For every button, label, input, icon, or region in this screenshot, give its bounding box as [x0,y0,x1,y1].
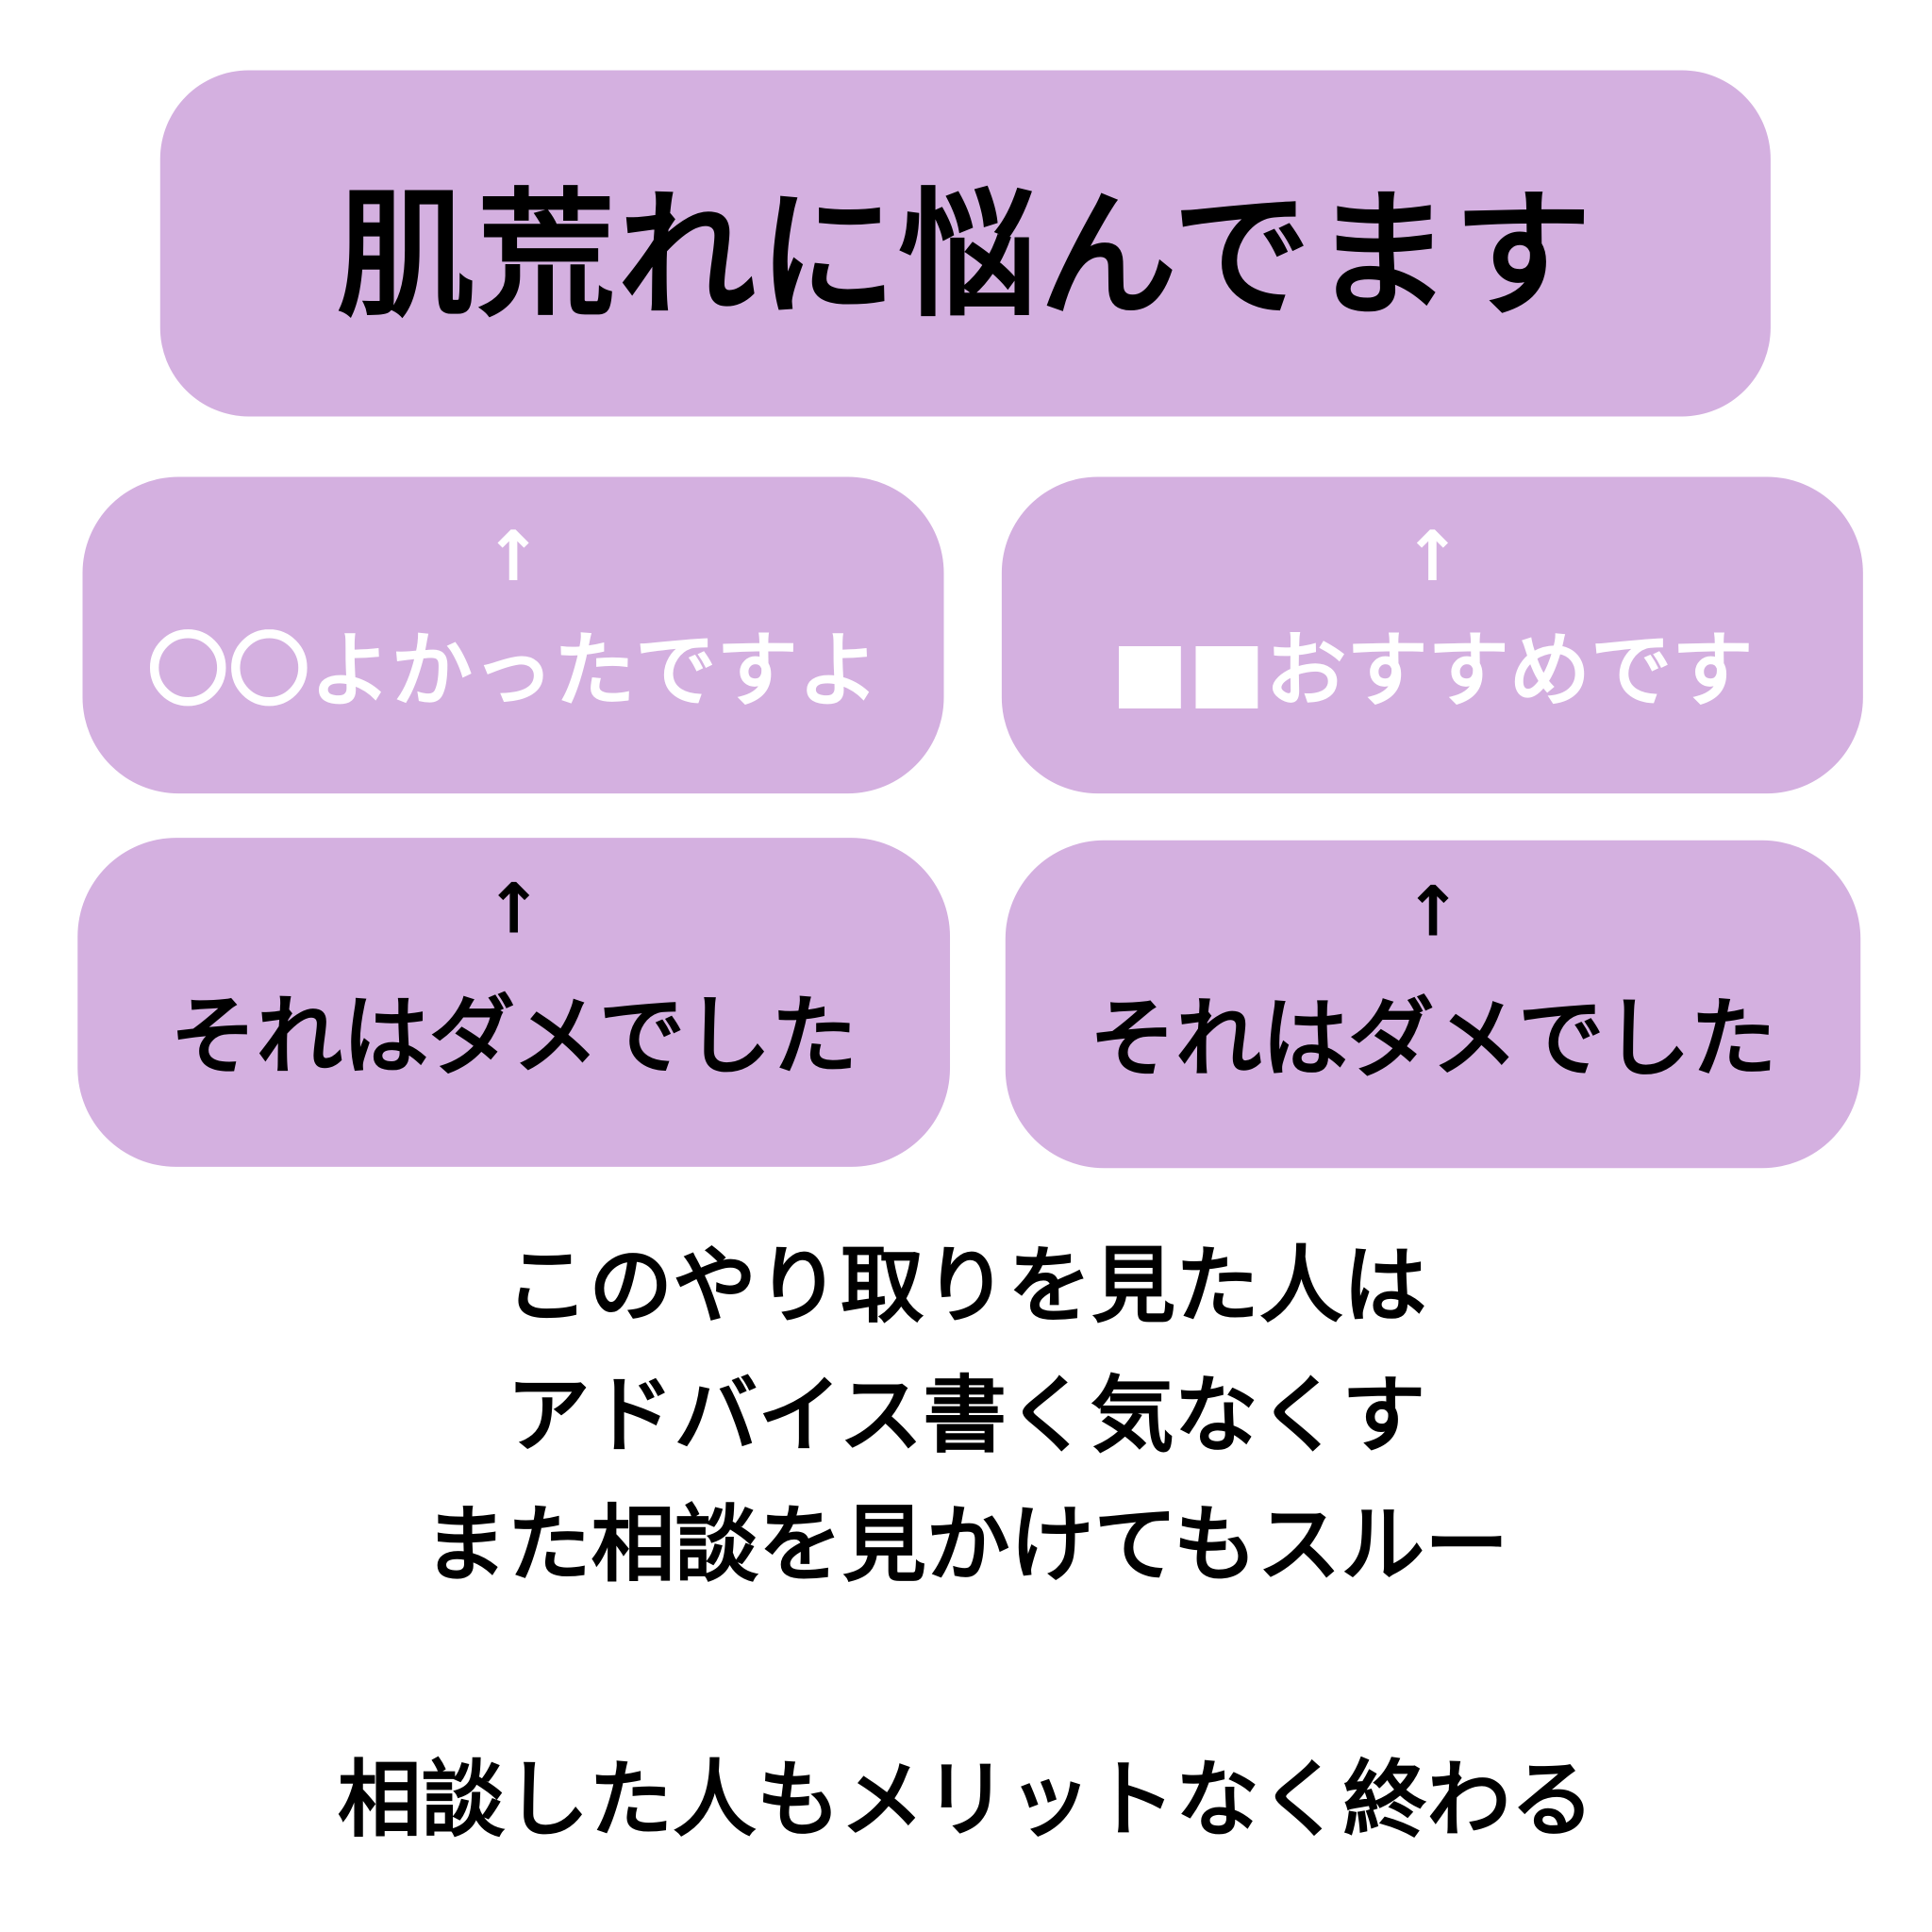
explanation-line-2: アドバイス書く気なくす [506,1367,1426,1465]
response-box-2: ↑ それはダメでした [1005,840,1861,1169]
reply-text: 〇〇よかったですよ [147,623,879,718]
response-box-1: ↑ それはダメでした [77,838,951,1167]
explanation-line-3: また相談を見かけてもスルー [423,1496,1509,1595]
title-box: 肌荒れに悩んでます [159,70,1771,417]
response-text: それはダメでした [1089,987,1777,1089]
arrow-up-icon: ↑ [1403,516,1461,597]
reply-box-1: ↑ 〇〇よかったですよ [82,476,944,794]
title-text: 肌荒れに悩んでます [336,175,1594,336]
conclusion-text: 相談した人もメリットなく終わる [337,1752,1595,1850]
arrow-up-icon: ↑ [484,516,542,597]
explanation-line-1: このやり取りを見た人は [505,1238,1427,1336]
arrow-up-icon: ↑ [1404,872,1462,952]
arrow-up-icon: ↑ [484,870,543,951]
response-text: それはダメでした [170,985,858,1087]
reply-text: ■■おすすめです [1111,623,1754,718]
reply-box-2: ↑ ■■おすすめです [1001,476,1863,794]
